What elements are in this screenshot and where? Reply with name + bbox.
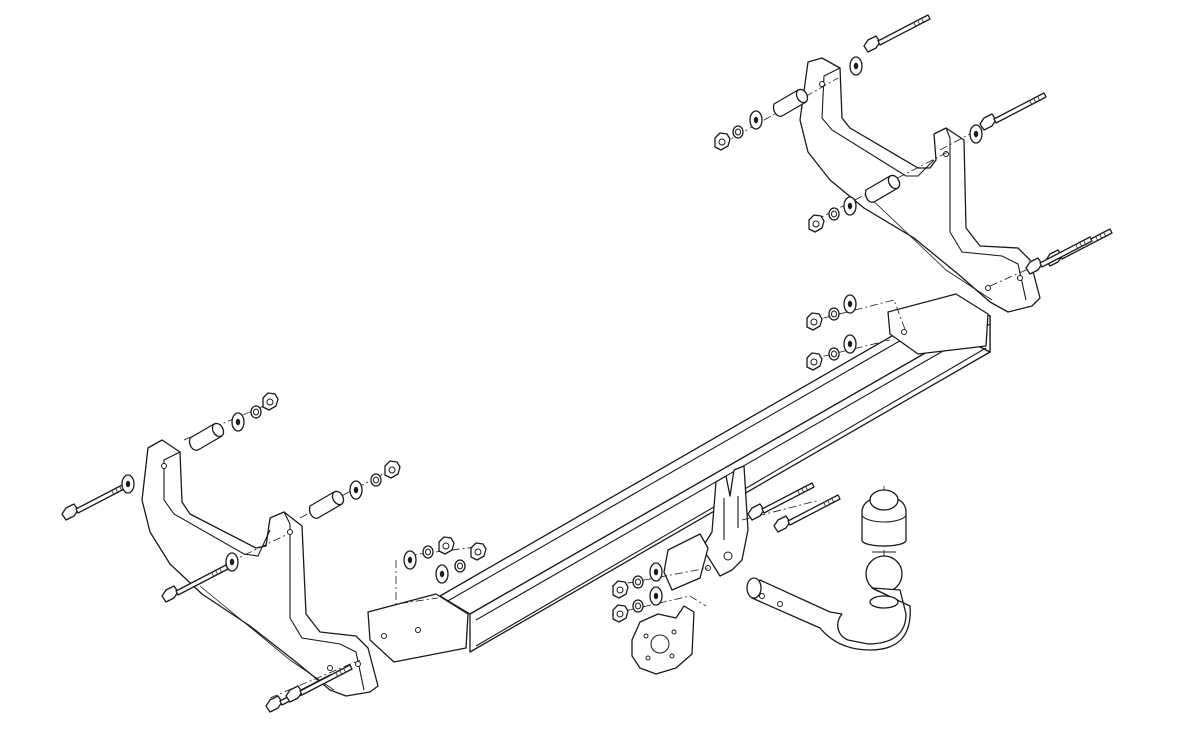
socket-mounting-plate bbox=[631, 605, 695, 675]
crossbar-beam bbox=[367, 293, 991, 663]
tow-ball-neck bbox=[746, 551, 911, 651]
left-mounting-bracket bbox=[141, 439, 379, 697]
ball-cover-cap bbox=[861, 489, 907, 547]
right-mounting-bracket bbox=[799, 57, 1041, 313]
